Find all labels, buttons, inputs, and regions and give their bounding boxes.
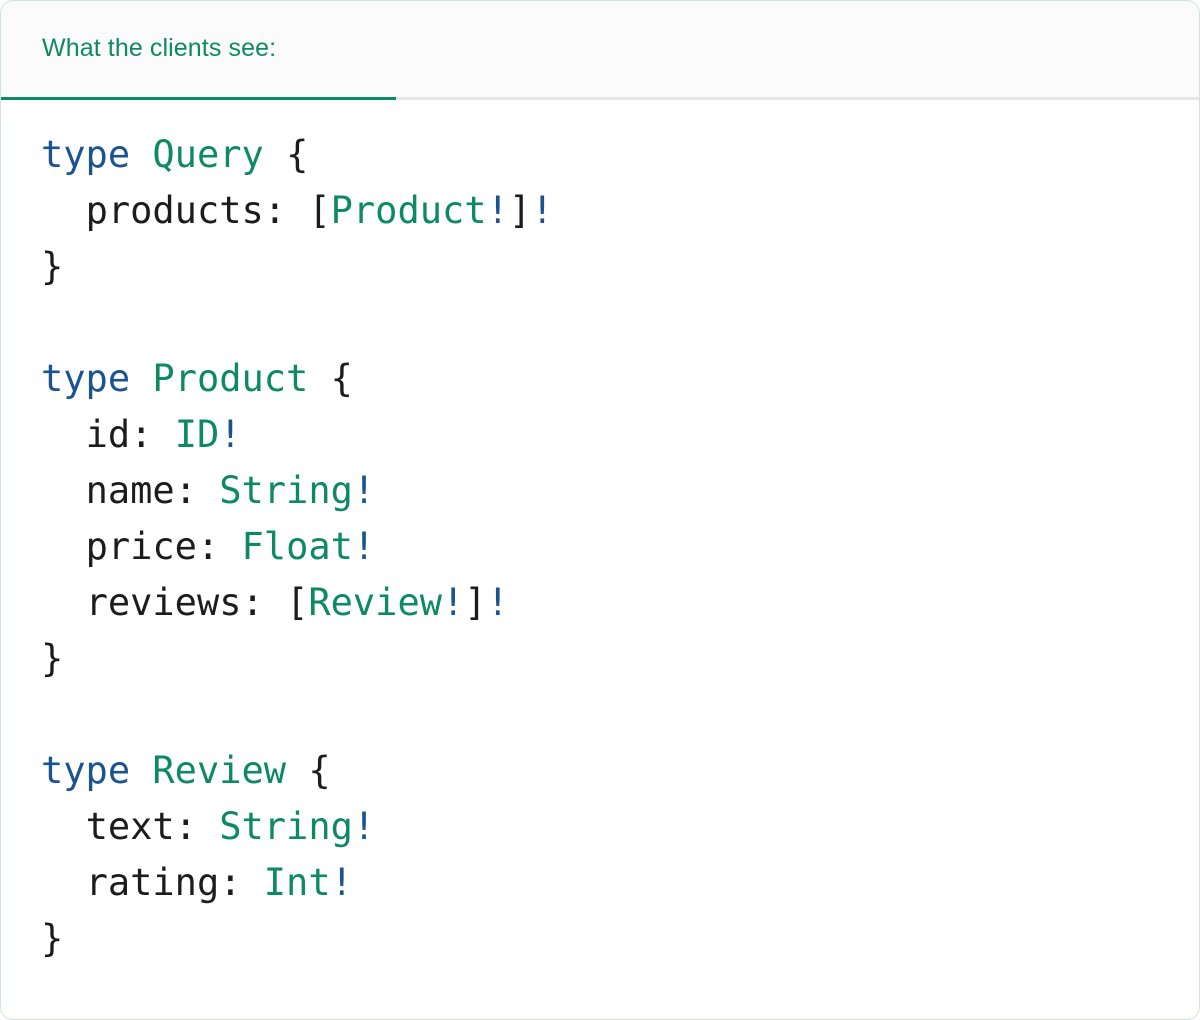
code-line: reviews: [Review!]! <box>41 575 1199 631</box>
code-line: type Review { <box>41 743 1199 799</box>
code-token-type_name: Review <box>308 581 442 624</box>
code-token-bang: ! <box>486 581 509 624</box>
code-line: } <box>41 239 1199 295</box>
code-token-punct: { <box>308 749 331 792</box>
code-token-type_name: String <box>219 469 353 512</box>
code-token-bang: ! <box>330 861 353 904</box>
code-token-type_name: Review <box>152 749 287 792</box>
code-line <box>41 687 1199 743</box>
code-token-plain <box>308 357 330 400</box>
code-token-keyword: type <box>41 133 131 176</box>
code-token-field: name <box>85 469 175 512</box>
code-line: type Query { <box>41 127 1199 183</box>
code-token-punct: : <box>174 469 220 512</box>
code-token-punct: : <box>263 189 309 232</box>
code-token-punct: : <box>241 581 287 624</box>
code-token-bang: ! <box>531 189 554 232</box>
code-body: type Query { products: [Product!]!} type… <box>1 100 1199 967</box>
code-token-field: rating <box>85 861 220 904</box>
code-token-punct: } <box>41 637 64 680</box>
code-token-punct: } <box>41 917 64 960</box>
code-token-type_name: Product <box>330 189 487 232</box>
code-token-punct: [ <box>286 581 309 624</box>
code-line: name: String! <box>41 463 1199 519</box>
code-token-plain <box>264 133 286 176</box>
code-token-bang: ! <box>486 189 509 232</box>
code-line: price: Float! <box>41 519 1199 575</box>
code-line: text: String! <box>41 799 1199 855</box>
code-token-punct: [ <box>308 189 331 232</box>
code-token-punct: } <box>41 245 64 288</box>
code-line: } <box>41 631 1199 687</box>
code-token-punct: : <box>219 861 264 904</box>
code-token-plain <box>41 581 86 624</box>
code-token-bang: ! <box>352 469 376 512</box>
code-token-type_name: Float <box>241 525 353 568</box>
code-token-keyword: type <box>41 357 131 400</box>
code-line: id: ID! <box>41 407 1199 463</box>
tab-what-the-clients-see[interactable]: What the clients see: <box>1 1 396 100</box>
code-token-plain <box>41 525 86 568</box>
code-token-bang: ! <box>352 805 376 848</box>
code-token-punct: : <box>174 805 220 848</box>
code-token-plain <box>130 133 152 176</box>
code-token-plain <box>286 749 308 792</box>
code-token-field: products <box>85 189 264 232</box>
code-line: rating: Int! <box>41 855 1199 911</box>
code-token-plain <box>130 357 152 400</box>
code-token-field: text <box>85 805 175 848</box>
code-token-field: reviews <box>85 581 242 624</box>
code-token-plain <box>41 189 86 232</box>
code-token-plain <box>41 469 86 512</box>
code-line: } <box>41 911 1199 967</box>
code-token-field: id <box>85 413 131 456</box>
code-token-punct: { <box>286 133 309 176</box>
code-token-bang: ! <box>442 581 465 624</box>
code-token-type_name: Product <box>152 357 309 400</box>
code-token-plain <box>41 861 86 904</box>
code-line <box>41 295 1199 351</box>
code-token-bang: ! <box>219 413 242 456</box>
code-token-plain <box>41 805 86 848</box>
code-token-type_name: String <box>219 805 353 848</box>
code-line: type Product { <box>41 351 1199 407</box>
code-token-type_name: ID <box>174 413 220 456</box>
tab-strip: What the clients see: <box>1 1 1199 100</box>
code-token-plain <box>41 413 86 456</box>
code-token-type_name: Int <box>263 861 331 904</box>
code-token-punct: : <box>196 525 242 568</box>
code-token-bang: ! <box>352 525 376 568</box>
code-token-punct: { <box>330 357 353 400</box>
code-token-field: price <box>85 525 197 568</box>
code-token-punct: ] <box>464 581 487 624</box>
code-line: products: [Product!]! <box>41 183 1199 239</box>
code-token-type_name: Query <box>152 133 264 176</box>
tab-label: What the clients see: <box>42 34 277 62</box>
graphql-schema-code: type Query { products: [Product!]!} type… <box>41 127 1199 967</box>
code-token-punct: : <box>130 413 175 456</box>
code-token-plain <box>130 749 152 792</box>
code-token-punct: ] <box>508 189 532 232</box>
code-token-keyword: type <box>41 749 131 792</box>
